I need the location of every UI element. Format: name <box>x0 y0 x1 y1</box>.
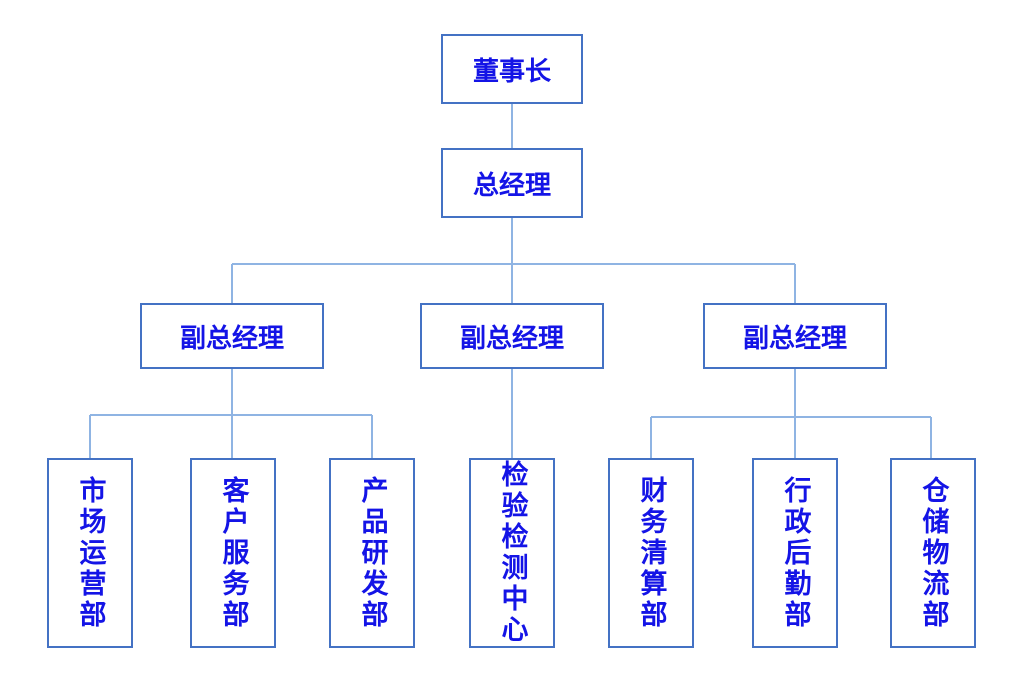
node-chairman: 董事长 <box>441 34 583 104</box>
node-dept-inspection-testing-center: 检验检测中心 <box>469 458 555 648</box>
node-deputy-general-manager-3: 副总经理 <box>703 303 887 369</box>
node-dept-marketing-operations-label: 市场运营部 <box>75 475 106 631</box>
node-dept-customer-service-label: 客户服务部 <box>218 475 249 631</box>
node-deputy-general-manager-2-label: 副总经理 <box>459 323 564 353</box>
node-dept-warehouse-logistics: 仓储物流部 <box>890 458 976 648</box>
node-dept-warehouse-logistics-label: 仓储物流部 <box>918 475 949 631</box>
node-general-manager-label: 总经理 <box>472 170 551 200</box>
node-dept-financial-settlement-label: 财务清算部 <box>636 475 667 631</box>
node-dept-financial-settlement: 财务清算部 <box>608 458 694 648</box>
node-deputy-general-manager-1: 副总经理 <box>140 303 324 369</box>
node-dept-admin-logistics-label: 行政后勤部 <box>780 475 811 631</box>
node-dept-marketing-operations: 市场运营部 <box>47 458 133 648</box>
node-dept-inspection-testing-center-label: 检验检测中心 <box>497 460 528 646</box>
node-dept-admin-logistics: 行政后勤部 <box>752 458 838 648</box>
node-chairman-label: 董事长 <box>472 56 551 86</box>
node-dept-product-rd: 产品研发部 <box>329 458 415 648</box>
node-general-manager: 总经理 <box>441 148 583 218</box>
node-dept-customer-service: 客户服务部 <box>190 458 276 648</box>
node-deputy-general-manager-1-label: 副总经理 <box>179 323 284 353</box>
node-deputy-general-manager-3-label: 副总经理 <box>742 323 847 353</box>
node-dept-product-rd-label: 产品研发部 <box>357 475 388 631</box>
node-deputy-general-manager-2: 副总经理 <box>420 303 604 369</box>
